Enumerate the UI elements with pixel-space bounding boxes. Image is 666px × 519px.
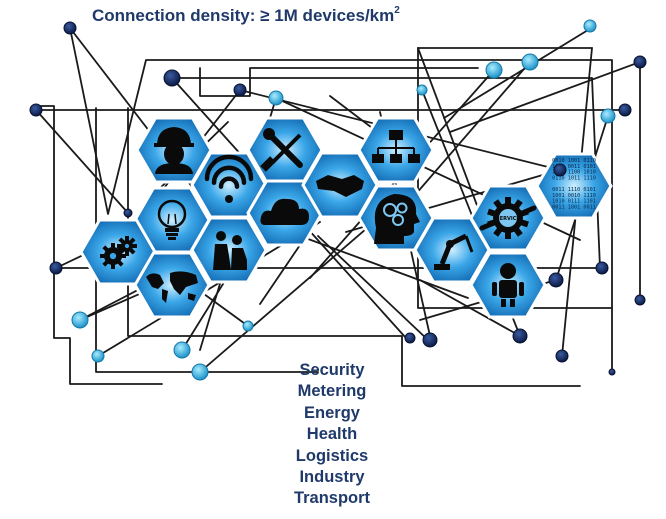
- app-item-industry: Industry: [299, 468, 365, 487]
- wire-26: [199, 209, 389, 373]
- headline-symbol: ≥: [260, 6, 270, 25]
- wire-02: [35, 109, 129, 214]
- network-node-7: [485, 61, 503, 79]
- network-node-23: [422, 332, 438, 348]
- hex-tile-brain: [357, 184, 435, 252]
- app-item-energy: Energy: [304, 403, 360, 422]
- network-node-18: [242, 320, 254, 332]
- headline-exponent: 2: [394, 5, 400, 17]
- network-node-11: [618, 103, 632, 117]
- robot-arm-icon: [434, 233, 474, 270]
- network-node-19: [91, 349, 105, 363]
- network-node-3: [233, 83, 247, 97]
- hex-tile-map: [133, 251, 211, 319]
- hex-tile-tools: [246, 116, 324, 184]
- wire-frame-inner-top: [199, 67, 479, 97]
- app-item-logistics: Logistics: [295, 446, 369, 465]
- hex-tile-cloud: [246, 179, 324, 247]
- network-node-21: [191, 363, 209, 381]
- robot-icon: [492, 263, 524, 307]
- worker-helmet-icon: [154, 127, 194, 174]
- network-node-1: [63, 21, 77, 35]
- network-node-28: [123, 208, 133, 218]
- gears-icon: [100, 236, 137, 269]
- app-item-security: Security: [299, 361, 365, 379]
- network-node-25: [555, 349, 569, 363]
- network-node-16: [548, 272, 564, 288]
- wire-30: [299, 235, 469, 299]
- app-item-health: Health: [306, 425, 358, 444]
- network-node-14: [49, 261, 63, 275]
- network-node-9: [583, 19, 597, 33]
- hex-tile-handshake: [301, 151, 379, 219]
- hex-tile-gears: [79, 218, 157, 286]
- wire-frame-outer-left: [95, 107, 319, 373]
- wire-14: [449, 61, 641, 133]
- network-node-15: [595, 261, 609, 275]
- cloud-icon: [260, 198, 309, 225]
- network-node-26: [608, 368, 616, 376]
- world-map-icon: [146, 271, 198, 303]
- wire-13: [443, 29, 589, 119]
- people-sitting-icon: [213, 231, 247, 270]
- network-node-22: [404, 332, 416, 344]
- hex-tile-hierarchy: [357, 116, 435, 184]
- handshake-icon: [316, 175, 364, 197]
- hex-tile-service: SERVICE: [469, 184, 547, 252]
- lightbulb-icon: [157, 199, 187, 240]
- wire-frame-left-box: [35, 105, 163, 385]
- hex-shape: [190, 216, 268, 284]
- org-chart-icon: [372, 130, 420, 163]
- network-node-2: [163, 69, 181, 87]
- connection-density-headline: Connection density: ≥ 1M devices/km2: [92, 5, 400, 26]
- network-node-12: [633, 55, 647, 69]
- wire-29: [317, 235, 429, 341]
- network-node-13: [553, 163, 567, 177]
- network-node-5: [29, 103, 43, 117]
- network-node-20: [173, 341, 191, 359]
- wire-33: [419, 279, 521, 337]
- head-gears-icon: [374, 194, 420, 244]
- headline-label: Connection density:: [92, 6, 256, 25]
- app-item-transport: Transport: [293, 489, 371, 508]
- service-gear-icon: SERVICE: [479, 197, 537, 239]
- network-nodes: [29, 19, 647, 381]
- wrench-screwdriver-icon: [260, 128, 303, 172]
- service-label: SERVICE: [496, 216, 520, 222]
- wire-frame-top: [69, 27, 613, 373]
- headline-value: 1M devices/km: [274, 6, 395, 25]
- network-node-10: [600, 108, 616, 124]
- network-node-24: [512, 328, 528, 344]
- network-node-6: [416, 84, 428, 96]
- wifi-icon: [204, 154, 254, 203]
- network-node-27: [634, 294, 646, 306]
- wire-16: [401, 61, 531, 211]
- application-list: Security Metering Energy Health Logistic…: [232, 360, 432, 510]
- network-node-4: [268, 90, 284, 106]
- hex-tile-robot: [469, 251, 547, 319]
- network-node-17: [71, 311, 89, 329]
- app-item-metering: Metering: [297, 382, 367, 401]
- hex-tile-people: [190, 216, 268, 284]
- network-node-8: [521, 53, 539, 71]
